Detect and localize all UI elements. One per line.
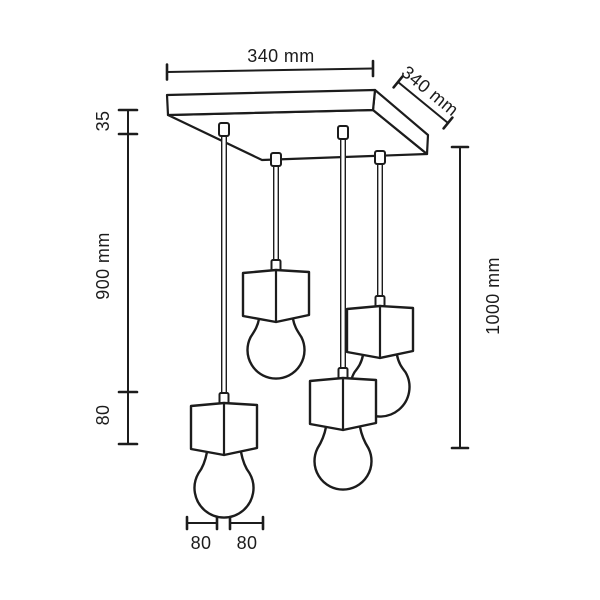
globe-bulb bbox=[193, 451, 255, 519]
pendant-back-left bbox=[241, 152, 311, 380]
dim-label-fixture-height: 80 bbox=[93, 405, 113, 426]
dim-label-cord-length: 900 mm bbox=[93, 232, 113, 299]
dim-total-drop: 1000 mm bbox=[450, 145, 503, 450]
globe-bulb bbox=[313, 426, 373, 491]
canopy-cord-connector bbox=[374, 150, 386, 165]
dim-label-canopy-depth: 340 mm bbox=[398, 62, 463, 120]
dim-label-total-drop: 1000 mm bbox=[483, 257, 503, 335]
suspension-cord bbox=[340, 138, 347, 370]
suspension-cord bbox=[220, 135, 227, 396]
dim-canopy-width: 340 mm bbox=[165, 46, 375, 81]
dim-label-canopy-height: 35 bbox=[93, 111, 113, 132]
dim-label-bulb-right: 80 bbox=[237, 533, 258, 553]
pendant-right bbox=[345, 150, 415, 418]
suspension-cord bbox=[377, 163, 384, 298]
globe-bulb bbox=[246, 318, 306, 380]
canopy-cord-connector bbox=[270, 152, 282, 167]
dim-line bbox=[397, 81, 449, 124]
dim-line bbox=[166, 67, 374, 73]
dim-bulb-width: 80 80 bbox=[185, 515, 265, 553]
canopy-cord-connector bbox=[337, 125, 349, 140]
canopy-front-face bbox=[165, 88, 377, 117]
canopy-cord-connector bbox=[218, 122, 230, 137]
dim-tick bbox=[392, 75, 404, 89]
pendant-front-left bbox=[189, 122, 259, 519]
dim-left-stack: 35 900 mm 80 bbox=[93, 108, 139, 446]
dim-tick bbox=[442, 116, 454, 130]
dim-label-canopy-width: 340 mm bbox=[247, 46, 314, 66]
suspension-cord bbox=[273, 165, 280, 263]
dim-label-bulb-left: 80 bbox=[191, 533, 212, 553]
pendant-front-center bbox=[308, 125, 378, 491]
canopy bbox=[165, 88, 430, 162]
